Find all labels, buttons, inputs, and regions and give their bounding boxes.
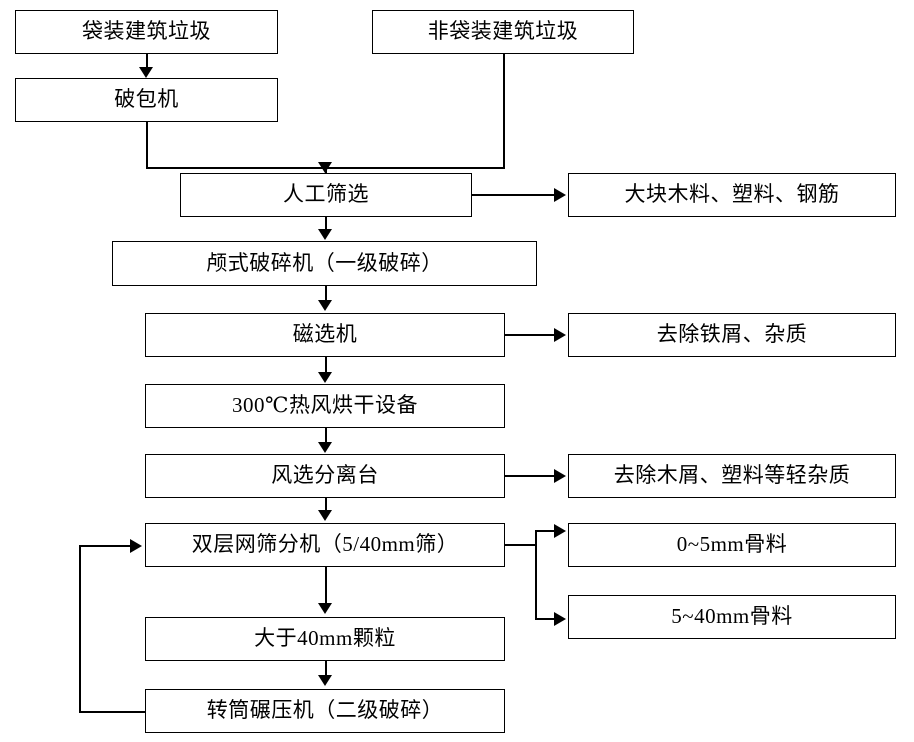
connector-merge-to-manual-sorting-arrowhead (318, 162, 332, 173)
connector-split-riser (535, 530, 537, 620)
node-manual-sorting-label: 人工筛选 (283, 182, 369, 207)
connector-jaw-crusher-to-magnetic-arrowhead (318, 300, 332, 311)
node-aggregate-fine[interactable]: 0~5mm骨料 (568, 523, 896, 567)
connector-air-separation-to-output (505, 475, 554, 477)
connector-feedback-arrowhead (130, 539, 142, 553)
connector-dryer-to-air-separation-arrowhead (318, 442, 332, 453)
connector-feedback-top (79, 545, 131, 547)
connector-feedback-riser (79, 545, 81, 713)
connector-manual-sorting-to-output-arrowhead (554, 188, 566, 202)
node-unbagged-waste-label: 非袋装建筑垃圾 (427, 19, 579, 44)
node-double-deck-screen[interactable]: 双层网筛分机（5/40mm筛） (145, 523, 505, 567)
connector-unbagged-down (503, 54, 505, 169)
node-manual-sorting[interactable]: 人工筛选 (180, 173, 472, 217)
connector-bagged-to-breaker-arrowhead (139, 67, 153, 78)
connector-screen-to-oversize (325, 567, 327, 603)
connector-breaker-down (146, 122, 148, 169)
connector-split-to-coarse (535, 618, 556, 620)
node-drum-mill[interactable]: 转筒碾压机（二级破碎） (145, 689, 505, 733)
node-aggregate-coarse-label: 5~40mm骨料 (671, 604, 793, 629)
node-oversize-particles[interactable]: 大于40mm颗粒 (145, 617, 505, 661)
connector-air-separation-to-output-arrowhead (554, 469, 566, 483)
node-jaw-crusher[interactable]: 颅式破碎机（一级破碎） (112, 241, 537, 286)
connector-screen-to-oversize-arrowhead (318, 603, 332, 614)
node-oversize-particles-label: 大于40mm颗粒 (254, 626, 396, 651)
connector-air-separation-to-screen-arrowhead (318, 510, 332, 521)
node-jaw-crusher-label: 颅式破碎机（一级破碎） (206, 250, 443, 275)
node-magnetic-separator-label: 磁选机 (292, 322, 358, 347)
node-bagged-waste-label: 袋装建筑垃圾 (82, 19, 211, 44)
node-magnetic-separator[interactable]: 磁选机 (145, 313, 505, 357)
node-magnetic-separator-output-label: 去除铁屑、杂质 (656, 322, 808, 347)
node-bag-breaker[interactable]: 破包机 (15, 78, 278, 122)
connector-oversize-to-drum-mill-arrowhead (318, 675, 332, 686)
connector-magnetic-to-output-arrowhead (554, 328, 566, 342)
connector-magnetic-to-dryer (325, 357, 327, 373)
connector-magnetic-to-output (505, 334, 554, 336)
connector-feedback-bottom (79, 711, 145, 713)
connector-bagged-to-breaker (146, 54, 148, 69)
node-unbagged-waste[interactable]: 非袋装建筑垃圾 (372, 10, 634, 54)
connector-manual-sorting-to-jaw-crusher (325, 217, 327, 230)
node-hot-air-dryer[interactable]: 300℃热风烘干设备 (145, 384, 505, 428)
connector-manual-sorting-to-output (472, 194, 554, 196)
connector-oversize-to-drum-mill (325, 661, 327, 676)
connector-screen-to-split (505, 544, 537, 546)
node-drum-mill-label: 转筒碾压机（二级破碎） (206, 698, 444, 723)
connector-split-to-coarse-arrowhead (554, 612, 566, 626)
connector-air-separation-to-screen (325, 498, 327, 511)
node-air-separation-output[interactable]: 去除木屑、塑料等轻杂质 (568, 454, 896, 498)
node-air-separation-table-label: 风选分离台 (271, 463, 379, 488)
node-hot-air-dryer-label: 300℃热风烘干设备 (232, 393, 418, 418)
connector-manual-sorting-to-jaw-crusher-arrowhead (318, 229, 332, 240)
node-aggregate-fine-label: 0~5mm骨料 (676, 532, 788, 557)
connector-dryer-to-air-separation (325, 428, 327, 443)
node-air-separation-output-label: 去除木屑、塑料等轻杂质 (613, 463, 851, 488)
node-air-separation-table[interactable]: 风选分离台 (145, 454, 505, 498)
node-magnetic-separator-output[interactable]: 去除铁屑、杂质 (568, 313, 896, 357)
connector-magnetic-to-dryer-arrowhead (318, 372, 332, 383)
node-double-deck-screen-label: 双层网筛分机（5/40mm筛） (191, 532, 459, 557)
connector-jaw-crusher-to-magnetic (325, 286, 327, 301)
node-manual-sorting-output[interactable]: 大块木料、塑料、钢筋 (568, 173, 896, 217)
node-aggregate-coarse[interactable]: 5~40mm骨料 (568, 595, 896, 639)
node-manual-sorting-output-label: 大块木料、塑料、钢筋 (624, 182, 840, 207)
node-bag-breaker-label: 破包机 (114, 87, 179, 112)
connector-split-to-fine-arrowhead (554, 524, 566, 538)
node-bagged-waste[interactable]: 袋装建筑垃圾 (15, 10, 278, 54)
connector-split-to-fine (535, 530, 556, 532)
